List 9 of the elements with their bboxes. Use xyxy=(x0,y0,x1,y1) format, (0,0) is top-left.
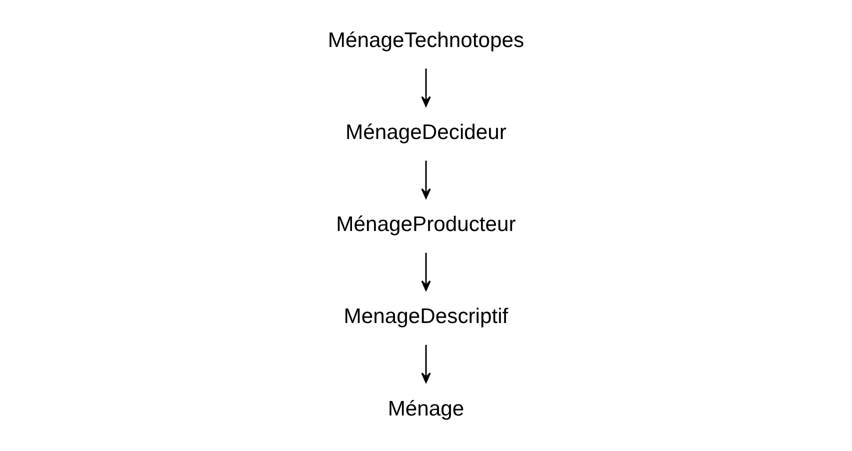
arrow xyxy=(421,68,431,107)
node-text: MenageDescriptif xyxy=(344,305,508,328)
arrow xyxy=(421,160,431,199)
arrow xyxy=(421,344,431,383)
node-text: MénageDecideur xyxy=(346,120,506,144)
node-text: MénageProducteur xyxy=(336,213,516,236)
arrow xyxy=(421,252,431,291)
node-text: Ménage xyxy=(388,397,464,420)
node-text: MénageTechnotopes xyxy=(328,28,524,52)
